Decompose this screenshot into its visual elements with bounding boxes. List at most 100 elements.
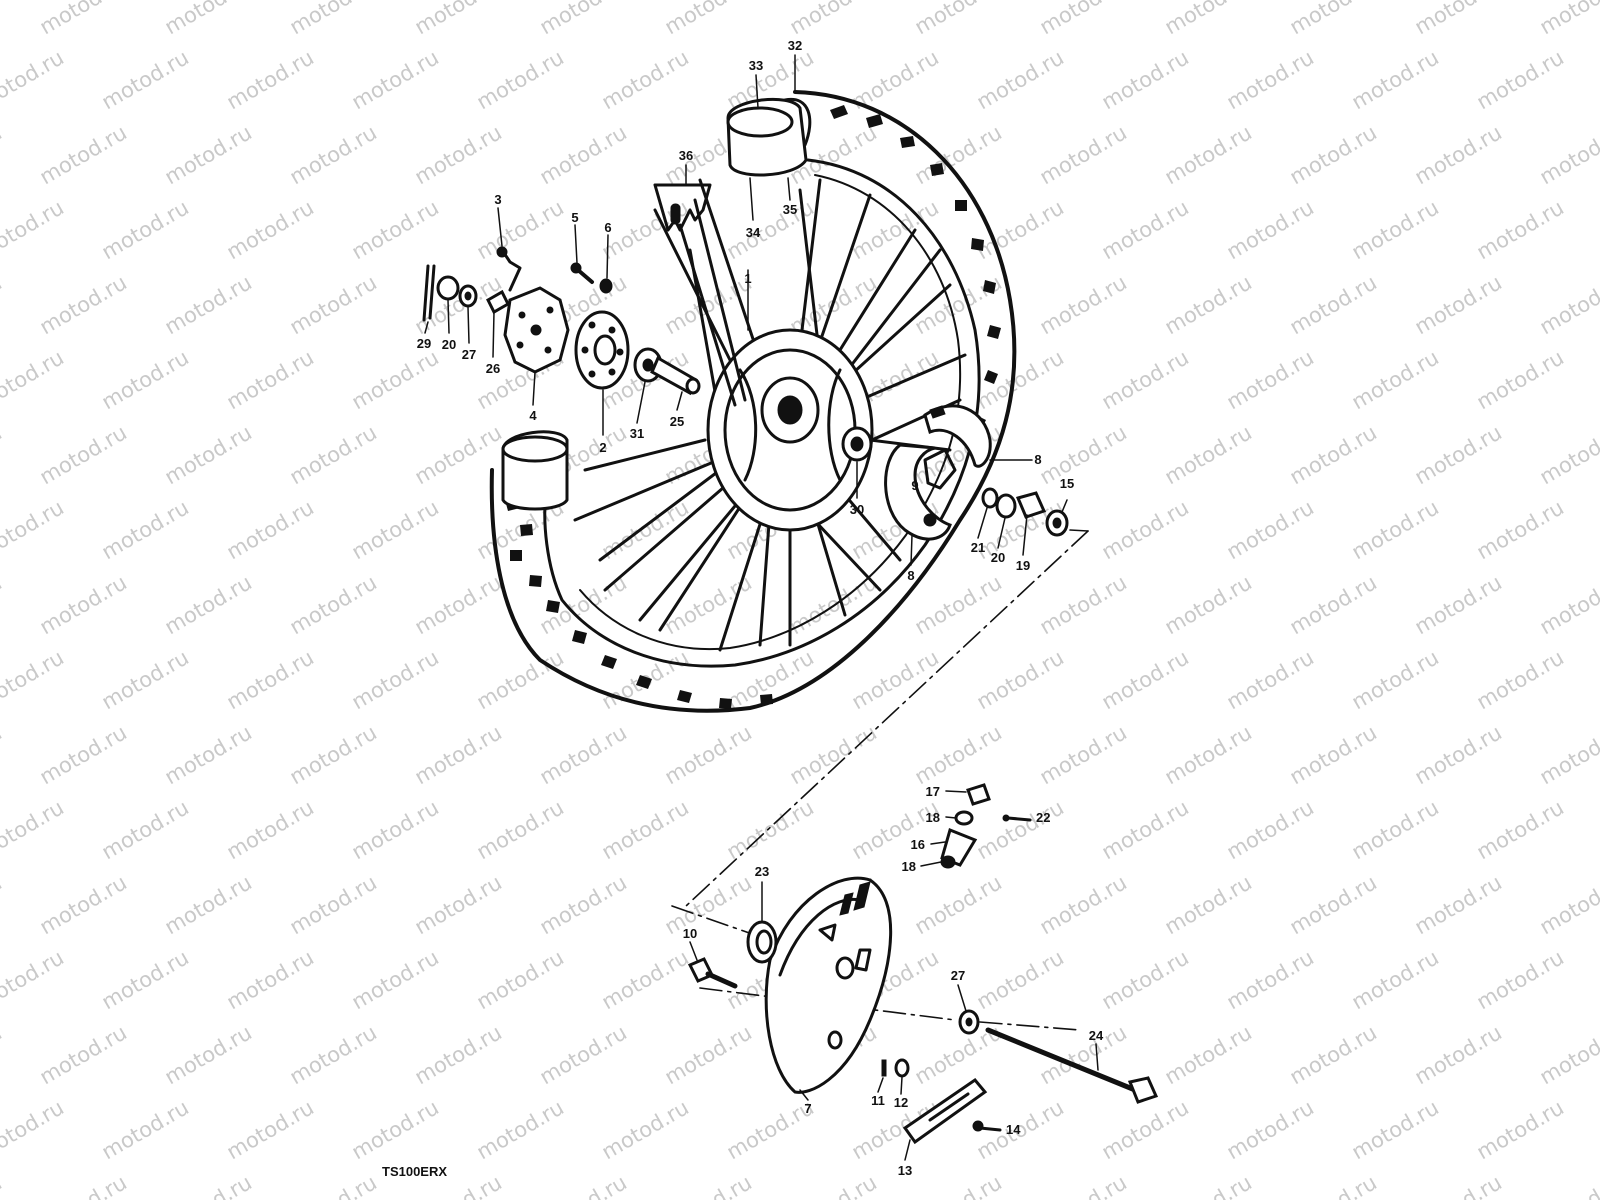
callout-1: 1 xyxy=(744,271,751,286)
watermark-text: motod.ru xyxy=(223,645,318,714)
watermark-text: motod.ru xyxy=(1036,870,1131,939)
watermark-text: motod.ru xyxy=(286,270,381,339)
watermark-text: motod.ru xyxy=(286,870,381,939)
watermark-text: motod.ru xyxy=(1536,120,1600,189)
watermark-text: motod.ru xyxy=(473,795,568,864)
rim-band-part-33 xyxy=(726,97,812,177)
callout-labels: 3 5 6 36 33 32 34 35 1 29 20 27 26 4 2 3… xyxy=(417,38,1104,1178)
watermark-text: motod.ru xyxy=(1098,795,1193,864)
watermark-text: motod.ru xyxy=(98,645,193,714)
watermark-text: motod.ru xyxy=(1536,1020,1600,1089)
watermark-text: motod.ru xyxy=(36,1020,131,1089)
watermark-text: motod.ru xyxy=(223,945,318,1014)
watermark-text: motod.ru xyxy=(1536,870,1600,939)
watermark-text: motod.ru xyxy=(161,120,256,189)
watermark-text: motod.ru xyxy=(1098,945,1193,1014)
tire-inner-rim xyxy=(543,158,981,668)
callout-12: 12 xyxy=(894,1095,908,1110)
watermark-text: motod.ru xyxy=(661,1170,756,1200)
callout-32: 32 xyxy=(788,38,802,53)
callout-18-lower: 18 xyxy=(902,859,916,874)
watermark-text: motod.ru xyxy=(536,0,631,39)
watermark-text: motod.ru xyxy=(0,1095,68,1164)
watermark-text: motod.ru xyxy=(1411,720,1506,789)
watermark-text: motod.ru xyxy=(1473,945,1568,1014)
watermark-text: motod.ru xyxy=(1161,570,1256,639)
callout-9: 9 xyxy=(911,478,918,493)
watermark-text: motod.ru xyxy=(36,570,131,639)
watermark-text: motod.ru xyxy=(161,270,256,339)
callout-36: 36 xyxy=(679,148,693,163)
brake-panel-part-7 xyxy=(764,876,893,1094)
callout-14: 14 xyxy=(1006,1122,1021,1137)
callout-16: 16 xyxy=(911,837,925,852)
watermark-text: motod.ru xyxy=(223,495,318,564)
watermark-text: motod.ru xyxy=(1223,1095,1318,1164)
watermark-text: motod.ru xyxy=(1098,645,1193,714)
watermark-text: motod.ru xyxy=(1098,1095,1193,1164)
watermark-text: motod.ru xyxy=(973,45,1068,114)
watermark-text: motod.ru xyxy=(36,1170,131,1200)
watermark-text: motod.ru xyxy=(0,345,68,414)
watermark-text: motod.ru xyxy=(1473,795,1568,864)
watermark-text: motod.ru xyxy=(161,1020,256,1089)
tube-part-36 xyxy=(653,183,747,407)
callout-22: 22 xyxy=(1036,810,1050,825)
callout-4: 4 xyxy=(529,408,537,423)
watermark-text: motod.ru xyxy=(1348,495,1443,564)
wheel-hub xyxy=(706,328,874,532)
model-code-label: TS100ERX xyxy=(382,1164,447,1179)
callout-3: 3 xyxy=(494,192,501,207)
watermark-text: motod.ru xyxy=(1536,570,1600,639)
watermark-text: motod.ru xyxy=(1286,1020,1381,1089)
watermark-text: motod.ru xyxy=(0,45,68,114)
watermark-text: motod.ru xyxy=(411,720,506,789)
washer-part-27 xyxy=(958,1009,980,1035)
watermark-text: motod.ru xyxy=(1348,645,1443,714)
callout-20: 20 xyxy=(991,550,1005,565)
watermark-text: motod.ru xyxy=(1473,195,1568,264)
watermark-text: motod.ru xyxy=(0,1170,6,1200)
watermark-text: motod.ru xyxy=(0,945,68,1014)
watermark-text: motod.ru xyxy=(1286,0,1381,39)
watermark-text: motod.ru xyxy=(598,945,693,1014)
watermark-text: motod.ru xyxy=(98,345,193,414)
rim-lock-part xyxy=(501,430,569,511)
watermark-text: motod.ru xyxy=(348,45,443,114)
watermark-text: motod.ru xyxy=(286,570,381,639)
watermark-text: motod.ru xyxy=(1036,570,1131,639)
watermark-text: motod.ru xyxy=(786,0,881,39)
watermark-text: motod.ru xyxy=(1286,120,1381,189)
axle-part-24 xyxy=(985,1027,1159,1104)
callout-19: 19 xyxy=(1016,558,1030,573)
watermark-text: motod.ru xyxy=(1348,195,1443,264)
watermark-text: motod.ru xyxy=(223,345,318,414)
watermark-text: motod.ru xyxy=(1286,870,1381,939)
tire-outline xyxy=(489,90,1017,713)
callout-2: 2 xyxy=(599,440,606,455)
watermark-text: motod.ru xyxy=(1098,45,1193,114)
watermark-text: motod.ru xyxy=(0,0,6,39)
watermark-text: motod.ru xyxy=(848,645,943,714)
watermark-text: motod.ru xyxy=(1348,795,1443,864)
left-axle-parts xyxy=(422,246,701,396)
watermark-text: motod.ru xyxy=(223,1095,318,1164)
watermark-text: motod.ru xyxy=(661,870,756,939)
callout-25: 25 xyxy=(670,414,684,429)
watermark-text: motod.ru xyxy=(1286,1170,1381,1200)
watermark-text: motod.ru xyxy=(473,45,568,114)
watermark-text: motod.ru xyxy=(1036,0,1131,39)
watermark-text: motod.ru xyxy=(0,645,68,714)
watermark-text: motod.ru xyxy=(1161,870,1256,939)
watermark-text: motod.ru xyxy=(1286,270,1381,339)
watermark-text: motod.ru xyxy=(161,570,256,639)
watermark-text: motod.ru xyxy=(786,1170,881,1200)
watermark-text: motod.ru xyxy=(1161,120,1256,189)
callout-34: 34 xyxy=(746,225,761,240)
watermark-text: motod.ru xyxy=(661,0,756,39)
watermark-text: motod.ru xyxy=(411,120,506,189)
watermark-text: motod.ru xyxy=(0,570,6,639)
callout-13: 13 xyxy=(898,1163,912,1178)
watermark-text: motod.ru xyxy=(348,645,443,714)
seal-part-23 xyxy=(746,920,778,964)
